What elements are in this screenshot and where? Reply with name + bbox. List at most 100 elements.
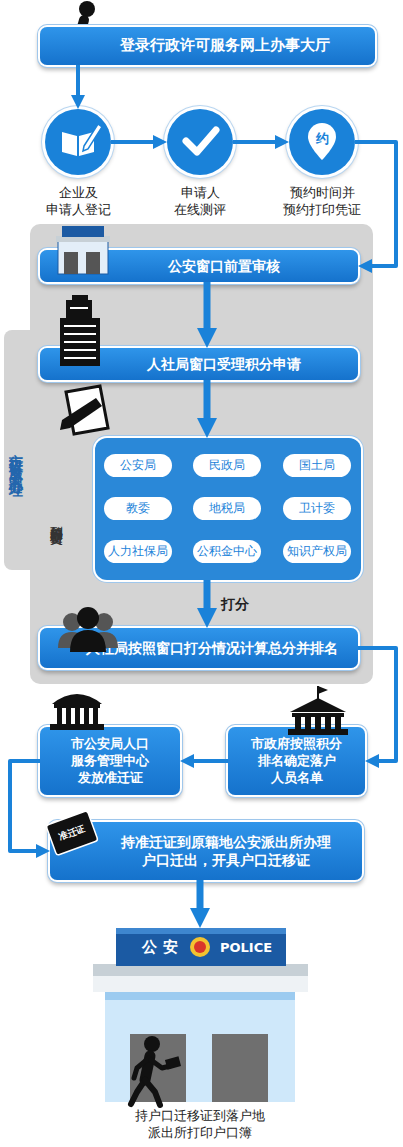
police-building-icon bbox=[56, 226, 110, 274]
node-text: 市公安局人口 服务管理中心 发放准迁证 bbox=[55, 736, 165, 787]
node-text: 人社局窗口受理积分申请 bbox=[90, 355, 358, 373]
walking-person-part bbox=[131, 1080, 145, 1104]
book-icon bbox=[62, 124, 102, 156]
bureau-building-icon-part bbox=[54, 704, 100, 708]
police-station-art-part bbox=[212, 1034, 268, 1102]
process-box: 公安窗口前置审核 bbox=[40, 250, 358, 282]
node-text: 人社局按照窗口打分情况计算总分并排名 bbox=[68, 639, 356, 657]
flow-arrow bbox=[197, 880, 204, 916]
bureau-building-icon bbox=[50, 694, 104, 730]
process-box: 登录行政许可服务网上办事大厅 bbox=[40, 27, 375, 65]
people-icon-part bbox=[95, 613, 113, 631]
process-box: 人社局按照窗口打分情况计算总分并排名 bbox=[40, 628, 358, 668]
node-text: 到相关部门 窗口提交材料 bbox=[48, 474, 65, 562]
department-pill: 知识产权局 bbox=[283, 540, 351, 563]
police-station-art-part bbox=[105, 990, 295, 1102]
flow-arrow bbox=[355, 142, 396, 266]
flow-arrow bbox=[204, 380, 211, 426]
walking-person-part bbox=[151, 1060, 170, 1068]
government-building-icon-part bbox=[295, 717, 301, 729]
pin-icon bbox=[308, 123, 336, 160]
node-text: 市行政许可服务中心办理 bbox=[7, 348, 25, 568]
department-pill: 教委 bbox=[104, 497, 172, 520]
flow-arrow bbox=[233, 140, 281, 144]
node-text: 登录行政许可服务网上办事大厅 bbox=[80, 36, 370, 56]
office-building-icon-part bbox=[72, 295, 88, 301]
department-pill: 民政局 bbox=[193, 454, 261, 477]
step-circle: 申请人 在线测评 bbox=[167, 109, 233, 175]
police-building-icon-part bbox=[58, 240, 108, 274]
police-station-art-part bbox=[93, 964, 308, 976]
bureau-building-icon-part bbox=[75, 708, 80, 724]
government-building-icon-part bbox=[292, 713, 344, 717]
people-icon-part bbox=[77, 607, 99, 629]
police-station-art-part bbox=[116, 928, 286, 966]
department-pill: 卫计委 bbox=[283, 497, 351, 520]
police-station-art bbox=[93, 928, 308, 1102]
permit-card-icon-part bbox=[46, 810, 98, 855]
flow-arrow bbox=[358, 648, 396, 761]
process-box: 市政府按照积分 排名确定落户 人员名单 bbox=[228, 727, 365, 795]
department-pill: 国土局 bbox=[283, 454, 351, 477]
people-icon-part bbox=[63, 613, 81, 631]
flow-arrow bbox=[204, 282, 211, 336]
people-icon-part bbox=[58, 632, 86, 648]
government-building-icon-part bbox=[335, 717, 341, 729]
police-station-art-part bbox=[116, 928, 286, 934]
flow-arrow bbox=[204, 580, 211, 616]
process-box: 市公安局人口 服务管理中心 发放准迁证 bbox=[40, 727, 180, 795]
police-station-art-part bbox=[130, 1034, 186, 1102]
government-building-icon-part bbox=[317, 686, 319, 700]
government-building-icon-part bbox=[325, 717, 331, 729]
police-building-icon-part bbox=[64, 252, 78, 274]
pin-icon-part bbox=[308, 123, 336, 160]
government-building-icon-part bbox=[290, 698, 346, 712]
office-building-icon bbox=[60, 295, 100, 366]
node-text: 公积金中心 bbox=[193, 544, 261, 560]
step-circle: 预约时间并 预约打印凭证 bbox=[289, 109, 355, 175]
government-building-icon bbox=[288, 686, 348, 735]
walking-person-part bbox=[145, 1080, 160, 1105]
people-icon bbox=[58, 607, 118, 652]
document-pencil-icon-part bbox=[60, 398, 102, 430]
government-building-icon-part bbox=[288, 729, 348, 735]
node-text: 教委 bbox=[104, 501, 172, 517]
node-text: 持户口迁移证到落户地 派出所打印户口簿 bbox=[130, 1108, 270, 1142]
flow-arrow bbox=[76, 65, 80, 101]
people-icon-part bbox=[90, 632, 118, 648]
walking-person-part bbox=[79, 1, 95, 17]
police-station-art-part bbox=[190, 937, 210, 957]
node-text: 公安窗口前置审核 bbox=[90, 257, 358, 275]
document-pencil-icon bbox=[60, 386, 108, 434]
permit-card-icon bbox=[46, 810, 98, 855]
node-text: 持准迁证到原籍地公安派出所办理 户口迁出，开具户口迁移证 bbox=[108, 833, 344, 869]
node-text: 民政局 bbox=[193, 458, 261, 474]
process-box: 人社局窗口受理积分申请 bbox=[40, 348, 358, 380]
node-text: 国土局 bbox=[283, 458, 351, 474]
book-icon-part bbox=[83, 124, 102, 151]
walking-person-part bbox=[165, 1056, 181, 1069]
node-text: 卫计委 bbox=[283, 501, 351, 517]
police-station-art-part bbox=[93, 976, 308, 992]
flow-arrow bbox=[111, 140, 159, 144]
department-pill: 地税局 bbox=[193, 497, 261, 520]
bureau-building-icon-part bbox=[50, 724, 104, 730]
department-pill: 公积金中心 bbox=[193, 540, 261, 563]
government-building-icon-part bbox=[318, 686, 328, 694]
node-text: 公安局 bbox=[104, 458, 172, 474]
government-building-icon-part bbox=[315, 717, 321, 729]
check-icon-part bbox=[186, 130, 216, 152]
node-text: 市政府按照积分 排名确定落户 人员名单 bbox=[241, 736, 352, 787]
people-icon-part bbox=[70, 630, 106, 652]
office-building-icon-part bbox=[60, 318, 100, 366]
department-pill: 人力社保局 bbox=[104, 540, 172, 563]
flow-arrow bbox=[188, 759, 228, 763]
police-station-art-part bbox=[105, 990, 295, 1000]
department-pill: 公安局 bbox=[104, 454, 172, 477]
police-building-icon-part bbox=[86, 252, 100, 274]
police-station: 持户口迁移证到落户地 派出所打印户口簿 bbox=[90, 928, 310, 1102]
book-icon-part bbox=[62, 132, 77, 156]
node-text: 企业及 申请人登记 bbox=[36, 185, 120, 219]
step-circle: 企业及 申请人登记 bbox=[45, 109, 111, 175]
